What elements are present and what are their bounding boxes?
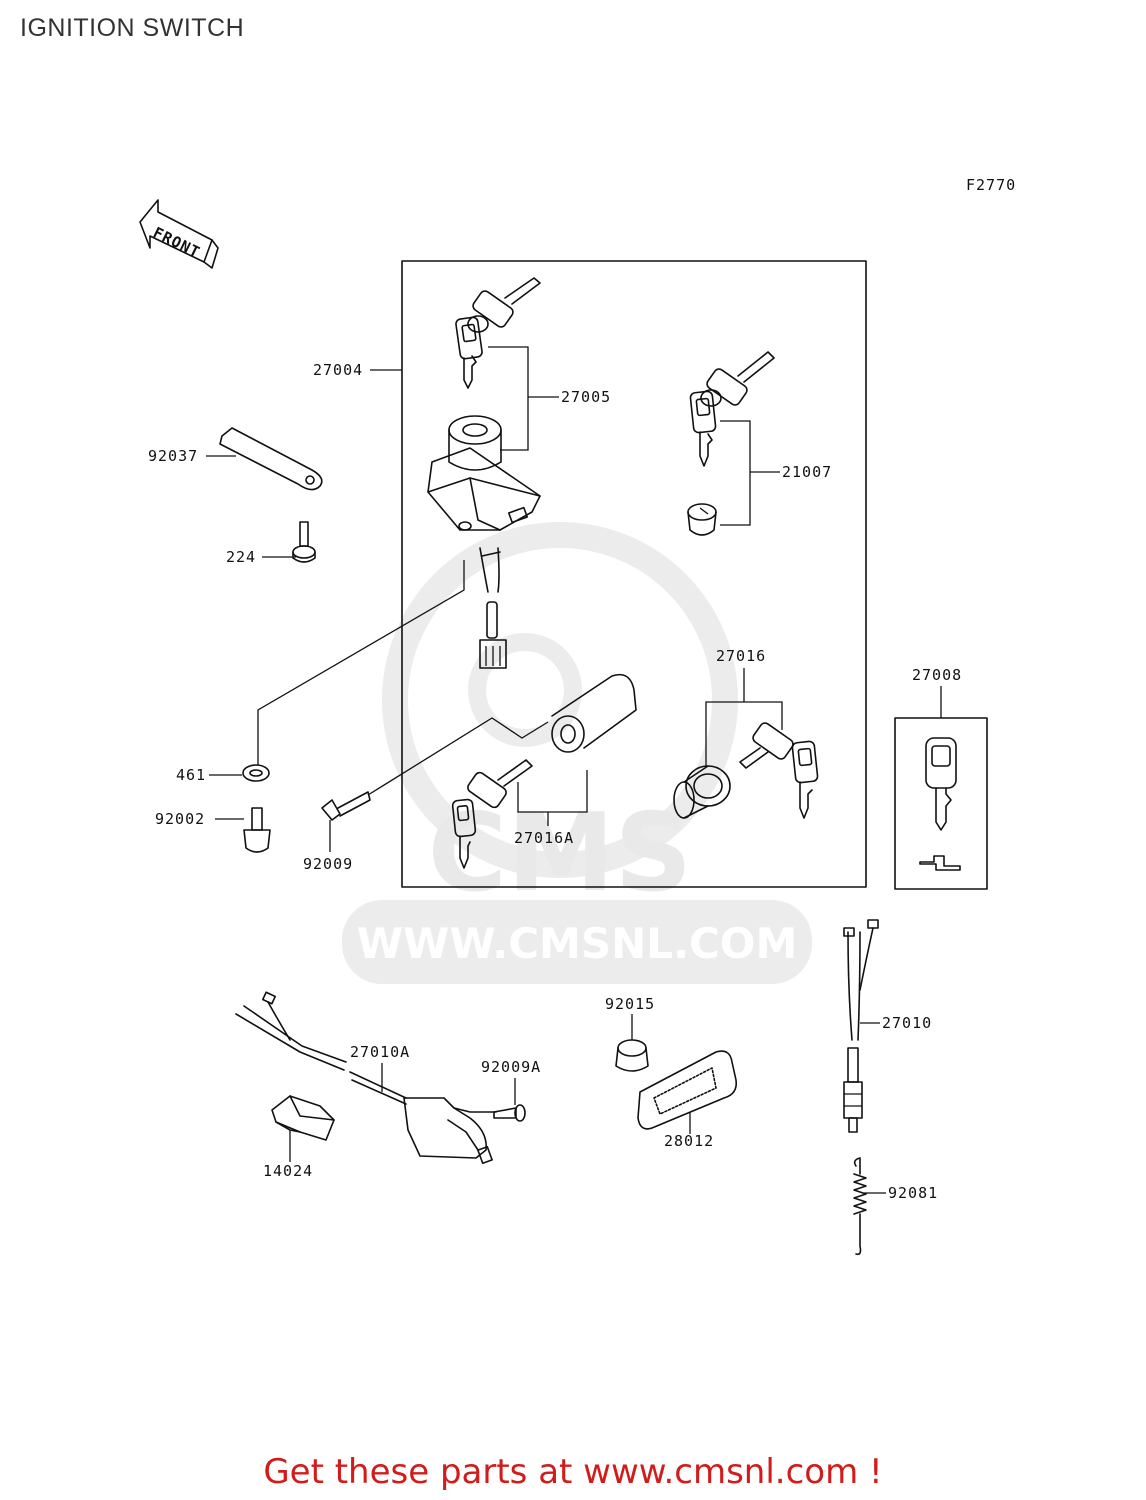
screw-224 xyxy=(292,521,316,563)
part-label-92015: 92015 xyxy=(605,995,655,1013)
part-label-27004: 27004 xyxy=(313,361,363,379)
ignition-switch-27004 xyxy=(427,415,541,669)
watermark: CMS WWW.CMSNL.COM xyxy=(342,522,812,984)
bolt-92002 xyxy=(243,807,271,853)
screw-92009a xyxy=(493,1104,526,1122)
cover-14024 xyxy=(271,1095,335,1141)
key-blank-27008 xyxy=(919,737,961,871)
part-label-92009: 92009 xyxy=(303,855,353,873)
key-pair-21007 xyxy=(687,351,775,536)
front-arrow-icon: FRONT xyxy=(139,199,219,269)
reflector-28012 xyxy=(637,1050,738,1130)
grommet-92015 xyxy=(615,1039,649,1072)
part-label-92002: 92002 xyxy=(155,810,205,828)
figure-code: F2770 xyxy=(966,176,1016,194)
key-blank-frame xyxy=(894,717,988,890)
part-label-92009a: 92009A xyxy=(481,1058,541,1076)
key-pair-27005 xyxy=(455,277,541,389)
page-title: IGNITION SWITCH xyxy=(20,14,245,42)
part-label-28012: 28012 xyxy=(664,1132,714,1150)
part-label-92037: 92037 xyxy=(148,447,198,465)
switch-27010 xyxy=(843,919,879,1133)
footer-banner[interactable]: Get these parts at www.cmsnl.com ! xyxy=(263,1452,883,1492)
part-label-461: 461 xyxy=(176,766,206,784)
clip-461 xyxy=(242,764,270,782)
screw-92009 xyxy=(321,791,371,821)
spring-92081 xyxy=(853,1157,867,1256)
switch-27010a xyxy=(235,991,497,1165)
part-label-27016a: 27016A xyxy=(514,829,574,847)
ignition-kit-frame xyxy=(401,260,867,888)
strap-92037 xyxy=(219,427,323,491)
part-label-27008: 27008 xyxy=(912,666,962,684)
part-label-27010: 27010 xyxy=(882,1014,932,1032)
part-label-27016: 27016 xyxy=(716,647,766,665)
seat-lock-27016a xyxy=(451,673,637,869)
watermark-url: WWW.CMSNL.COM xyxy=(357,919,798,968)
part-label-92081: 92081 xyxy=(888,1184,938,1202)
part-label-27010a: 27010A xyxy=(350,1043,410,1061)
part-label-21007: 21007 xyxy=(782,463,832,481)
front-label: FRONT xyxy=(150,223,203,261)
part-label-14024: 14024 xyxy=(263,1162,313,1180)
part-label-224: 224 xyxy=(226,548,256,566)
part-label-27005: 27005 xyxy=(561,388,611,406)
leader-lines xyxy=(206,346,942,1194)
lock-set-27016 xyxy=(673,722,819,819)
